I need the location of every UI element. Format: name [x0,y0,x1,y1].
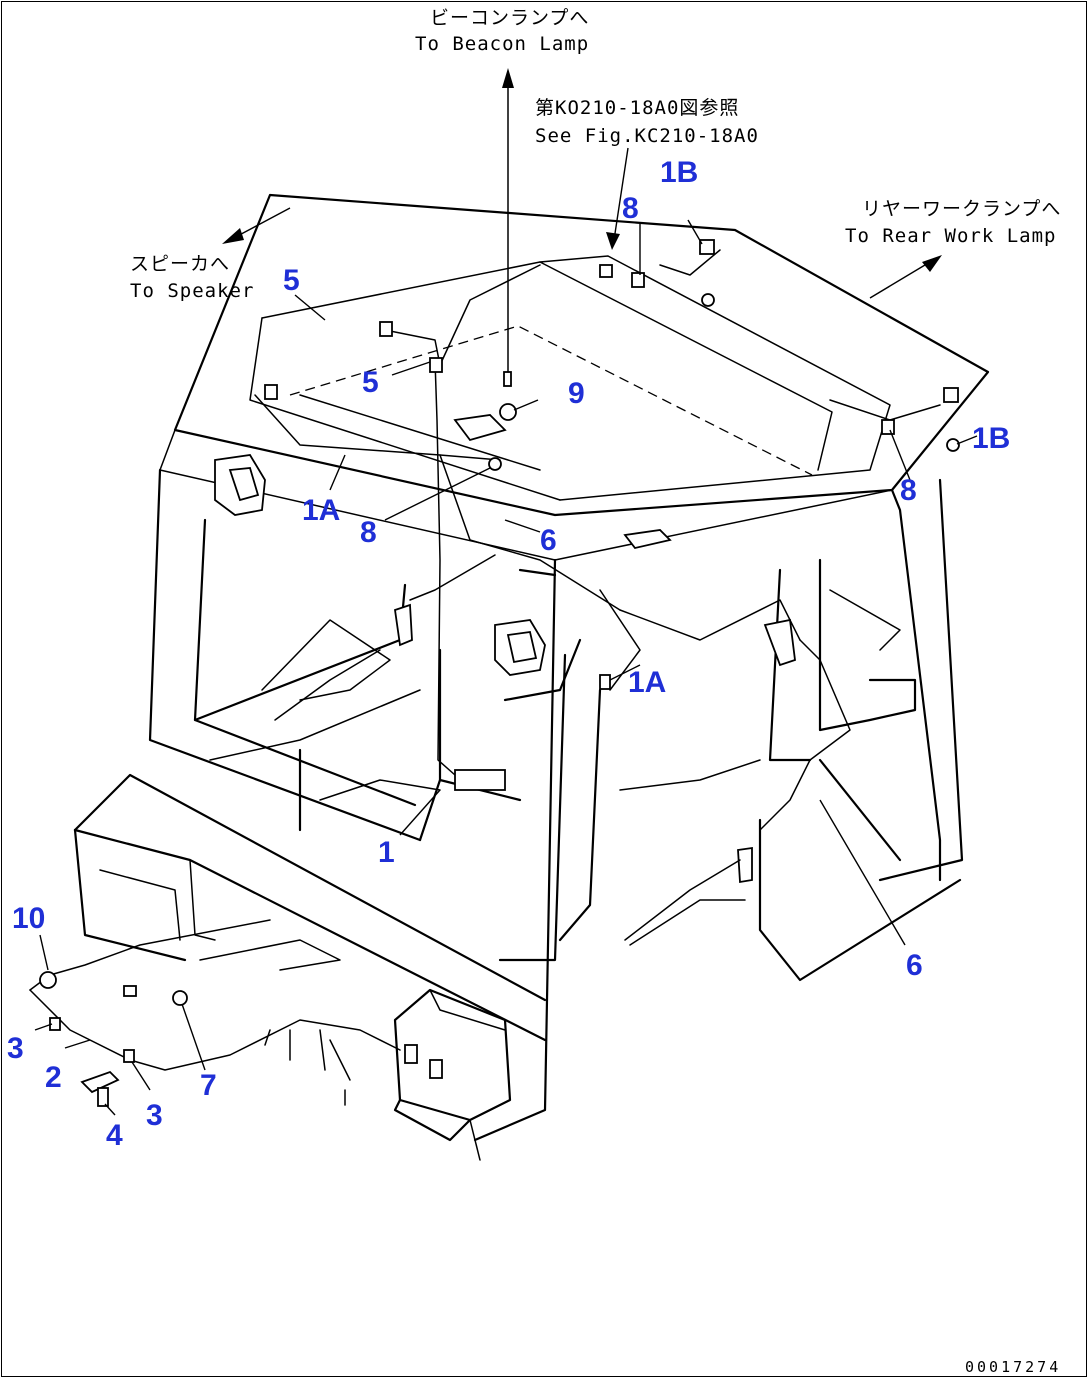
callout-2: 2 [45,1061,62,1094]
leader-lines [34,219,978,1116]
cab-roof [159,193,990,561]
callout-1a-center: 1A [628,666,666,699]
callout-8-right: 8 [900,474,917,507]
callout-1: 1 [378,836,395,869]
direction-arrows [222,68,942,373]
arrow-speaker-icon [222,228,244,244]
caption-beacon-en: To Beacon Lamp [415,33,589,55]
wiring-harness [29,249,941,1106]
arrow-rear-icon [922,255,942,272]
caption-speaker-jp: スピーカへ [130,253,230,275]
callout-10: 10 [12,902,45,935]
callout-9: 9 [568,377,585,410]
callout-5-top: 5 [283,264,300,297]
callout-1a-left: 1A [302,494,340,527]
caption-rear-jp: リヤーワークランプへ [862,198,1061,220]
caption-beacon-jp: ビーコンランプへ [430,7,589,29]
callout-3-bottom: 3 [146,1099,163,1132]
callout-7: 7 [200,1069,217,1102]
callout-8-left: 8 [360,516,377,549]
callout-1b-top: 1B [660,156,698,189]
callout-6-bottom: 6 [906,949,923,982]
callout-5-center: 5 [362,366,379,399]
caption-speaker-en: To Speaker [130,280,254,302]
front-console [73,773,547,1161]
callout-4: 4 [106,1119,123,1152]
components [39,239,960,1107]
callout-1b-right: 1B [972,422,1010,455]
caption-see-fig-en: See Fig.KC210-18A0 [535,125,759,147]
caption-see-fig-jp: 第KO210-18A0図参照 [535,97,739,119]
callout-8-top: 8 [622,192,639,225]
callouts: 1B 8 5 5 9 1B 8 1A 8 6 1A 1 6 10 3 2 7 3… [7,156,1010,1152]
callout-3-left: 3 [7,1032,24,1065]
callout-6-top: 6 [540,524,557,557]
captions: ビーコンランプへ To Beacon Lamp 第KO210-18A0図参照 S… [130,7,1061,302]
caption-rear-en: To Rear Work Lamp [845,225,1056,247]
drawing-code: 00017274 [965,1358,1061,1376]
arrow-up-icon [502,68,514,88]
arrow-see-fig-icon [606,232,620,250]
